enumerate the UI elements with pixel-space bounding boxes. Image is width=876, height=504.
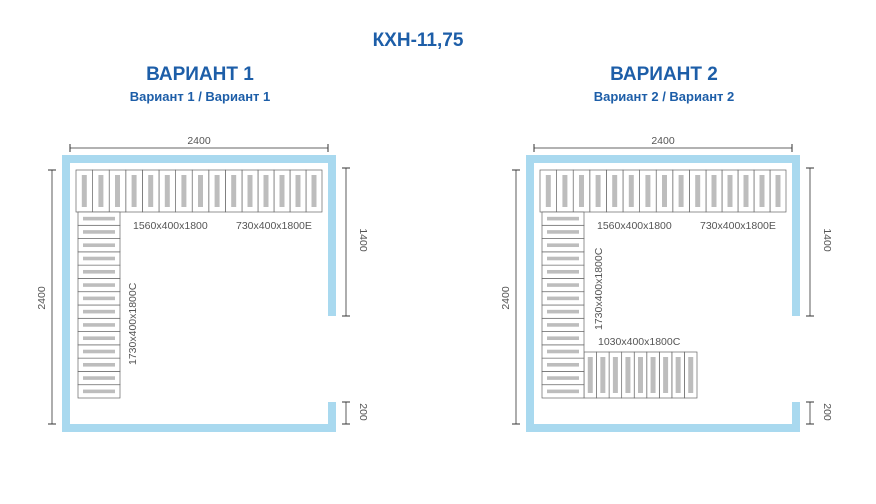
shelf-slat xyxy=(81,175,87,207)
variant-1-heading: ВАРИАНТ 1 xyxy=(146,64,254,85)
wall-right-upper xyxy=(792,155,800,316)
shelf-slat xyxy=(562,175,568,207)
shelf-slat xyxy=(547,323,579,327)
shelf-slat xyxy=(214,175,220,207)
shelf-slat xyxy=(547,309,579,314)
shelf-slat xyxy=(83,349,115,354)
shelf-slat xyxy=(547,269,579,274)
shelf-label: 1730x400x1800C xyxy=(127,282,139,365)
wall-right-lower xyxy=(792,402,800,432)
shelf-label: 730x400x1800E xyxy=(700,220,776,232)
shelf-slat xyxy=(83,389,115,394)
shelf-slat xyxy=(650,357,656,393)
shelf-slat xyxy=(83,336,115,341)
shelf-slat xyxy=(164,175,170,207)
shelf-slat xyxy=(612,175,618,207)
dim-right: 1400 xyxy=(821,228,833,252)
shelf-slat xyxy=(662,175,667,207)
shelf-slat xyxy=(131,175,137,207)
shelf-slat xyxy=(587,357,593,393)
shelf-slat xyxy=(547,283,579,287)
shelf-slat xyxy=(83,230,115,234)
shelf-slat xyxy=(675,357,681,393)
shelf-slat xyxy=(579,175,584,207)
variant-2-subheading: Вариант 2 / Вариант 2 xyxy=(593,89,735,104)
shelf-slat xyxy=(645,175,651,207)
shelf-slat xyxy=(83,269,115,274)
dim-door: 200 xyxy=(821,403,833,421)
shelf-slat xyxy=(83,309,115,314)
shelf-slat xyxy=(595,175,601,207)
shelf-slat xyxy=(547,256,579,261)
shelf-slat xyxy=(547,296,579,301)
wall-top xyxy=(526,155,800,163)
shelf-slat xyxy=(83,376,115,380)
shelf-slat xyxy=(83,362,115,367)
shelf-slat xyxy=(678,175,684,207)
shelf-slat xyxy=(547,349,579,354)
shelf-slat xyxy=(98,175,104,207)
wall-top xyxy=(62,155,336,163)
dim-door: 200 xyxy=(357,403,369,421)
shelf-slat xyxy=(83,283,115,287)
shelf-slat xyxy=(545,175,551,207)
shelf-slat xyxy=(311,175,317,207)
shelf-slat xyxy=(83,216,115,221)
shelf-slat xyxy=(547,243,579,248)
shelf-slat xyxy=(547,376,579,380)
shelf-slat xyxy=(759,175,765,207)
shelf-slat xyxy=(263,175,269,207)
shelf-slat xyxy=(247,175,253,207)
dim-top: 2400 xyxy=(187,135,211,147)
variant-2-plan: 2400 2400 1400 200 1560x400x1800 730x400… xyxy=(500,135,833,432)
dim-top: 2400 xyxy=(651,135,675,147)
shelf-slat xyxy=(727,175,733,207)
shelf-label: 1560x400x1800 xyxy=(597,220,672,232)
wall-right-lower xyxy=(328,402,336,432)
shelf-slat xyxy=(775,175,781,207)
shelf-slat xyxy=(638,357,643,393)
variant-2-heading: ВАРИАНТ 2 xyxy=(610,64,718,85)
shelf-slat xyxy=(547,362,579,367)
shelf-slat xyxy=(295,175,301,207)
wall-left xyxy=(526,155,534,432)
shelf-slat xyxy=(612,357,618,393)
shelf-slat xyxy=(711,175,717,207)
shelf-slat xyxy=(115,175,120,207)
shelf-slat xyxy=(625,357,631,393)
variant-1-plan: 2400 2400 1400 200 1560x400x1800 730x400… xyxy=(36,135,369,432)
shelf-slat xyxy=(688,357,694,393)
dim-left: 2400 xyxy=(500,286,512,310)
shelf-slat xyxy=(148,175,154,207)
shelf-slat xyxy=(628,175,634,207)
shelf-slat xyxy=(198,175,203,207)
shelf-label: 730x400x1800E xyxy=(236,220,312,232)
dim-right: 1400 xyxy=(357,228,369,252)
shelf-slat xyxy=(663,357,669,393)
variant-1-subheading: Вариант 1 / Вариант 1 xyxy=(129,89,271,104)
page-title: КХН-11,75 xyxy=(372,30,464,51)
shelf-slat xyxy=(547,336,579,341)
wall-bottom xyxy=(526,424,800,432)
shelf-slat xyxy=(743,175,749,207)
shelf-slat xyxy=(181,175,187,207)
shelf-slat xyxy=(600,357,606,393)
shelf-slat xyxy=(547,389,579,394)
shelf-slat xyxy=(279,175,285,207)
shelf-slat xyxy=(83,296,115,301)
wall-right-upper xyxy=(328,155,336,316)
shelf-slat xyxy=(547,230,579,234)
shelf-slat xyxy=(695,175,701,207)
shelf-label: 1560x400x1800 xyxy=(133,220,208,232)
dim-left: 2400 xyxy=(36,286,48,310)
shelf-slat xyxy=(83,323,115,327)
shelf-slat xyxy=(547,216,579,221)
shelf-label: 1730x400x1800C xyxy=(593,247,605,330)
shelf-slat xyxy=(83,243,115,248)
shelf-label: 1030x400x1800C xyxy=(598,336,681,348)
wall-bottom xyxy=(62,424,336,432)
shelf-slat xyxy=(83,256,115,261)
shelf-slat xyxy=(231,175,237,207)
wall-left xyxy=(62,155,70,432)
